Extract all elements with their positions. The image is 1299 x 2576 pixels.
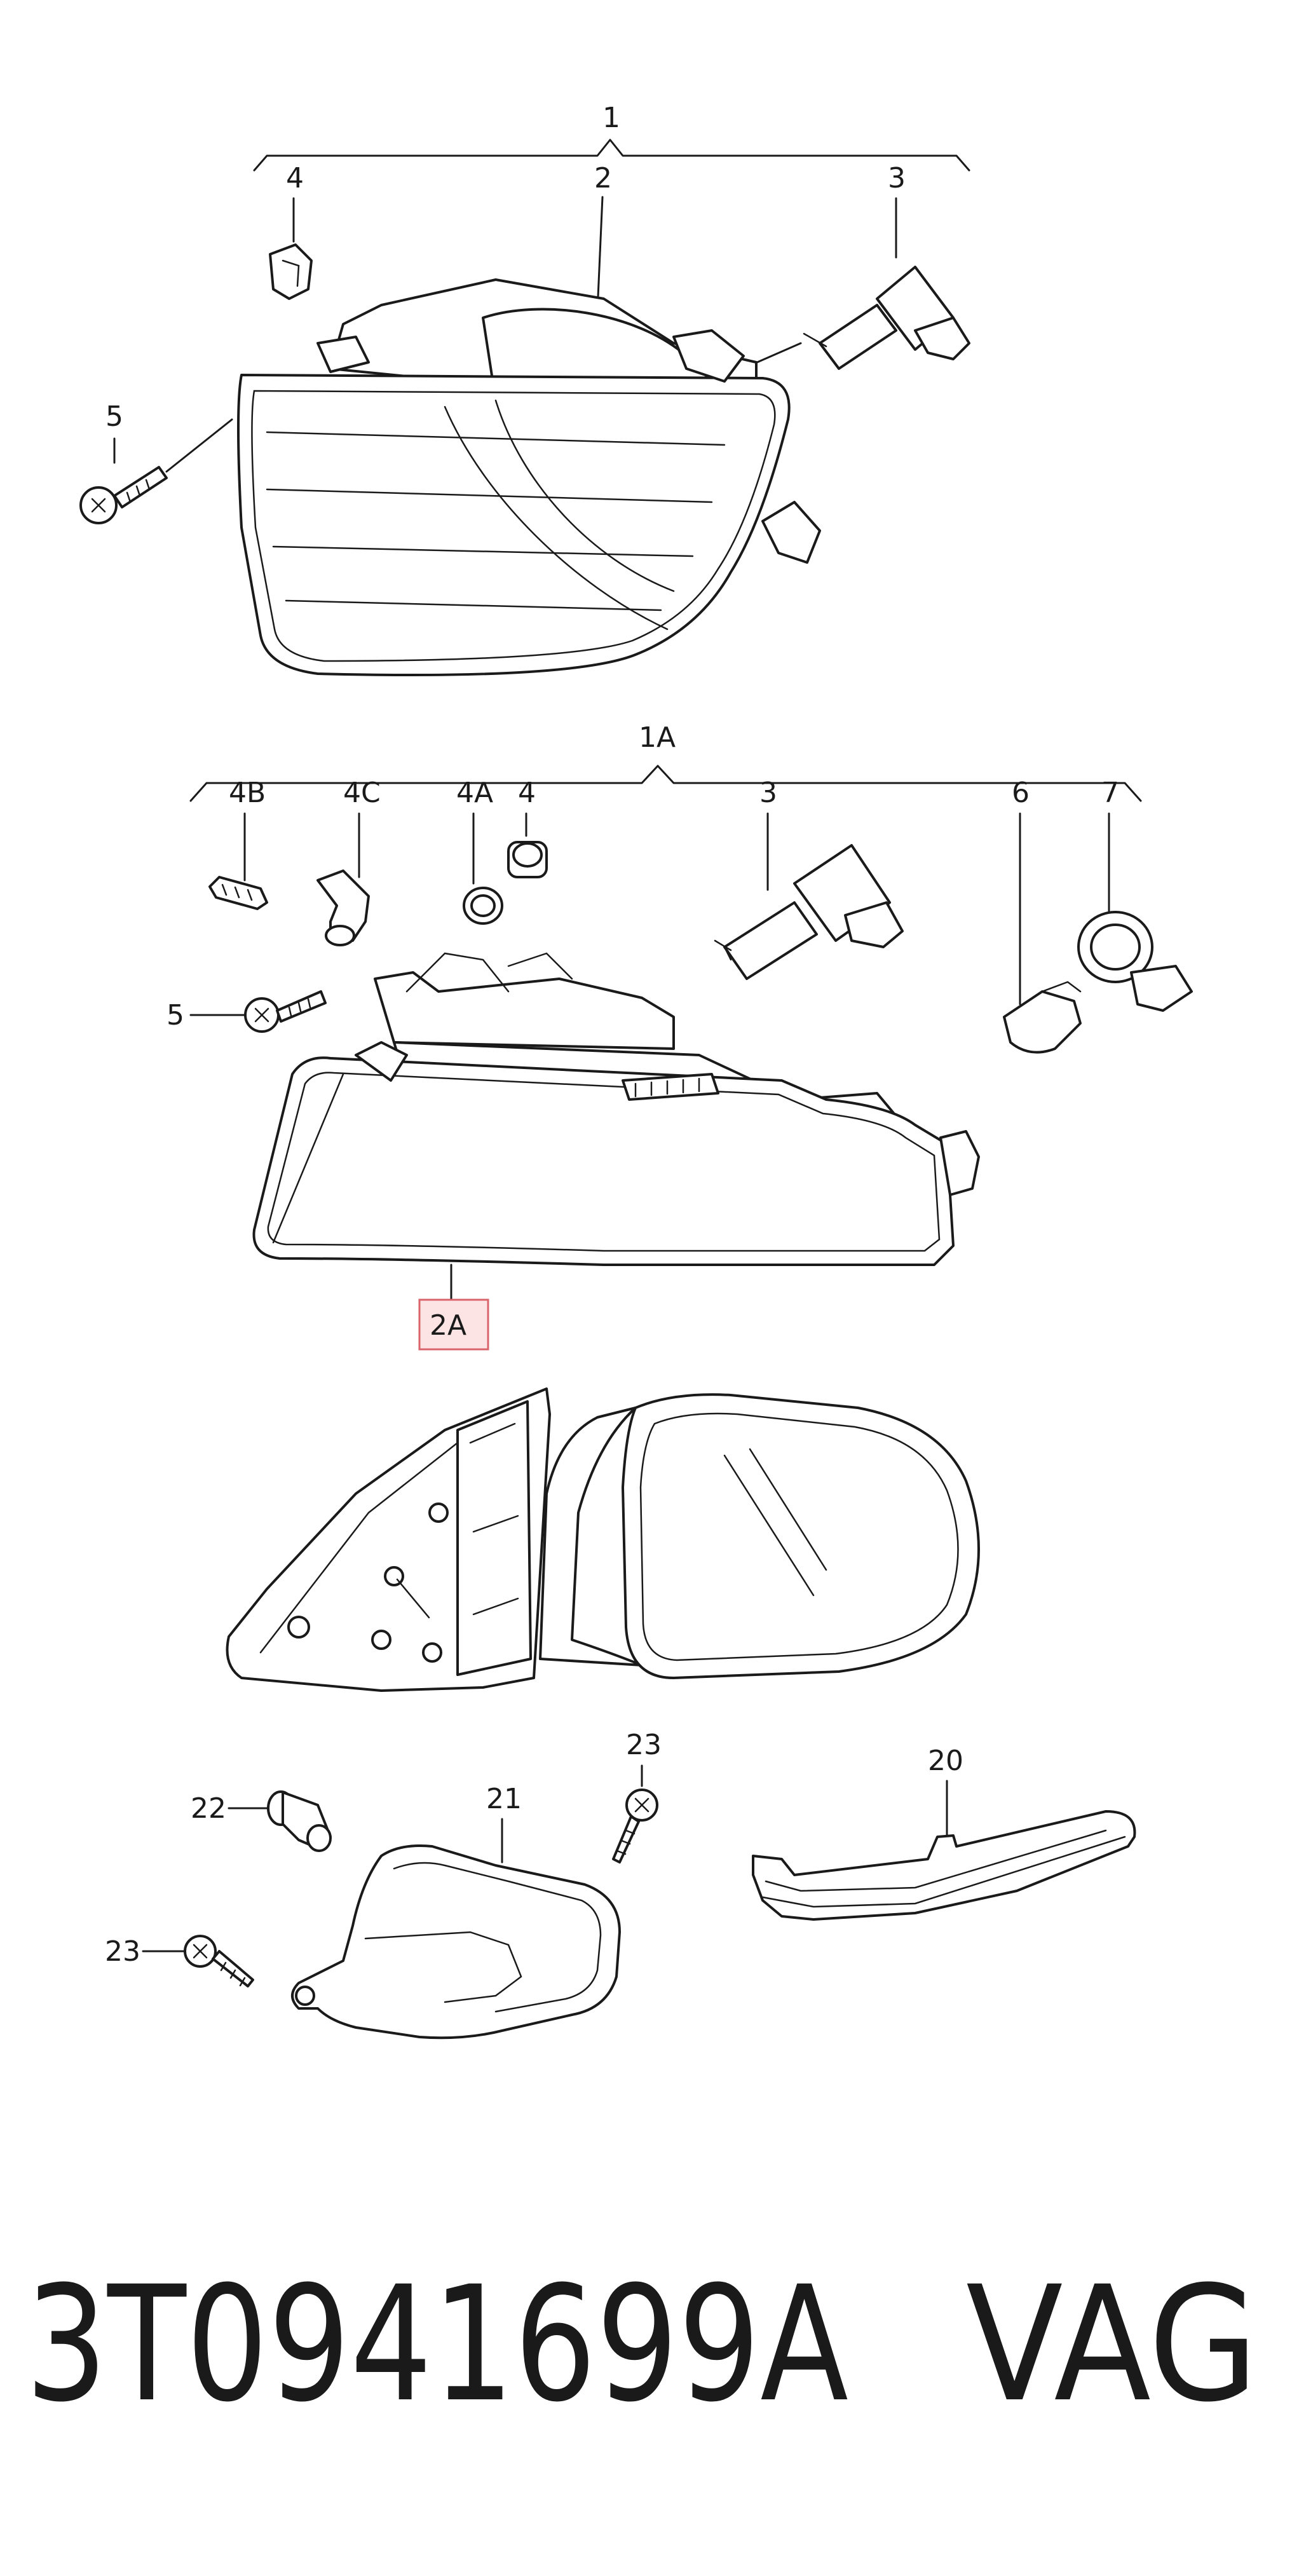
screw-5-mid	[244, 990, 327, 1033]
part-number: 3T0941699A	[25, 2252, 848, 2437]
label-22: 22	[191, 1792, 226, 1825]
label-7: 7	[1101, 777, 1119, 809]
side-mirror	[226, 1387, 980, 1692]
part-20-trim-strip	[752, 1810, 1136, 1921]
label-4-mid: 4	[518, 777, 536, 809]
label-3-top: 3	[888, 162, 906, 194]
label-5-mid: 5	[167, 999, 184, 1032]
label-6: 6	[1012, 777, 1030, 809]
brand-name: VAG	[966, 2252, 1258, 2437]
label-23-bottom: 23	[105, 1935, 140, 1968]
label-4c: 4C	[343, 777, 381, 809]
elbow-4c	[316, 869, 370, 946]
clip-4-top	[269, 243, 313, 300]
label-5-top: 5	[105, 400, 123, 433]
label-20: 20	[928, 1745, 963, 1777]
ring-4a	[463, 887, 503, 925]
label-4a: 4A	[456, 777, 493, 809]
screw-23-top	[612, 1789, 658, 1864]
part-21-cover	[291, 1844, 621, 2040]
label-2: 2	[594, 162, 612, 194]
label-4-top: 4	[286, 162, 304, 194]
highlight-2a	[418, 1298, 489, 1351]
label-2a: 2A	[430, 1309, 466, 1342]
label-21: 21	[486, 1783, 522, 1815]
screw-23-bottom	[184, 1935, 254, 1987]
label-3-mid: 3	[759, 777, 777, 809]
group-1-bracket	[253, 139, 970, 172]
fog-lamp-housing-2	[237, 278, 821, 676]
bulb-6	[1003, 981, 1082, 1054]
group-1a-bracket	[189, 765, 1142, 802]
label-4b: 4B	[229, 777, 266, 809]
label-1: 1	[602, 102, 620, 134]
grommet-4-mid	[507, 841, 548, 878]
label-23-top: 23	[626, 1729, 662, 1761]
leader-2	[596, 196, 604, 313]
socket-7	[1077, 911, 1193, 1012]
label-1a: 1A	[639, 721, 676, 754]
part-22-plug	[267, 1790, 332, 1852]
clip-4b	[208, 876, 268, 910]
bulb-3-top	[749, 266, 970, 370]
fog-lamp-2a	[252, 952, 980, 1266]
bulb-3-mid	[714, 844, 904, 980]
screw-5-top	[79, 418, 233, 524]
